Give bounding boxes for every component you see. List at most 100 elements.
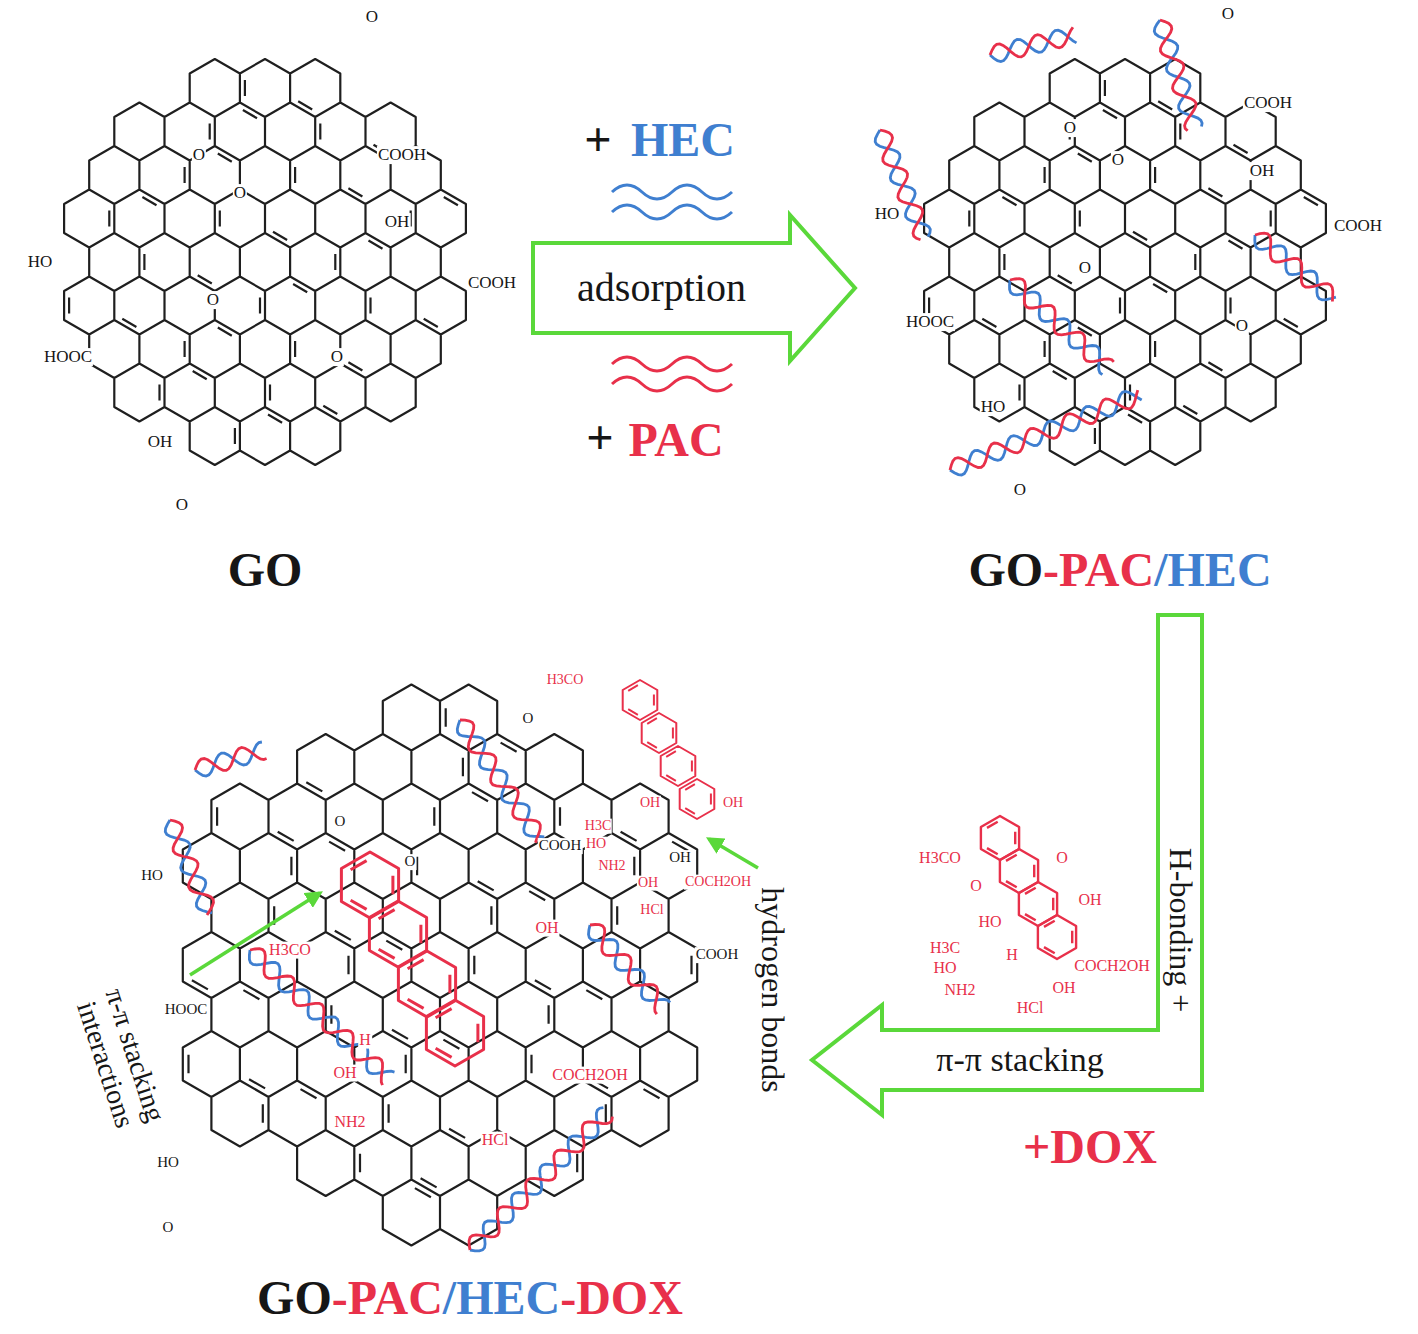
polymer-chain: [165, 820, 212, 913]
polymer-chain: [249, 950, 394, 1074]
group-label: O: [175, 496, 189, 514]
group-label: O: [365, 8, 379, 26]
leader-arrows: [190, 839, 758, 975]
polymer-chain: [1010, 279, 1114, 362]
pac-chain: [612, 377, 732, 391]
group-label: O: [1063, 119, 1077, 137]
polymer-chain: [950, 390, 1138, 470]
polymer-chain: [170, 820, 214, 915]
dox-group-label: NH2: [597, 859, 626, 874]
structure-caption: GO-PAC/HEC: [968, 545, 1271, 595]
group-label: COOH: [538, 838, 583, 854]
carbon-lattice: [924, 59, 1326, 465]
polymer-chain: [950, 392, 1142, 476]
arrow-label: adsorption: [577, 267, 746, 309]
hec-chain: [612, 185, 732, 199]
reagent-name: PAC: [628, 415, 723, 465]
polymer-chain: [880, 130, 923, 240]
group-label: O: [1221, 5, 1235, 23]
polymer-chain: [460, 720, 540, 843]
dox-group-label: OH: [637, 876, 659, 891]
arrow-label: π-π stacking: [936, 1042, 1103, 1078]
polymer-chain: [1255, 235, 1336, 300]
group-label: O: [1111, 151, 1125, 169]
dox-group-label: HCl: [481, 1132, 510, 1149]
dox-group-label: NH2: [943, 982, 976, 999]
dox-group-label: NH2: [333, 1114, 366, 1131]
dox-group-label: H3CO: [268, 942, 312, 959]
structure-panel: GO-PAC/HEC: [860, 5, 1390, 607]
polymer-chain: [250, 949, 383, 1085]
dox-group-label: OH: [722, 796, 744, 811]
reagent-name: HEC: [631, 115, 735, 165]
dox-ring: [398, 951, 455, 1017]
dox-group-label: COCH2OH: [684, 875, 752, 890]
dox-ring: [642, 713, 677, 753]
callout-label: hydrogen bonds: [755, 887, 789, 1092]
graphene-sheets: [64, 20, 1336, 1251]
block-arrow: [812, 615, 1202, 1115]
dox-group-label: HO: [585, 837, 607, 852]
leader-line: [190, 893, 320, 975]
group-label: HO: [140, 868, 164, 884]
dox-ring: [426, 1000, 483, 1066]
polymer-chain: [1160, 20, 1196, 131]
dox-group-label: OH: [332, 1065, 357, 1082]
reagent-name: +DOX: [1023, 1122, 1157, 1172]
group-label: COOH: [377, 146, 427, 164]
hec-chain: [612, 205, 732, 219]
block-arrow: [533, 215, 855, 361]
group-label: O: [162, 1220, 175, 1236]
dox-group-label: OH: [534, 920, 559, 937]
group-label: O: [233, 184, 247, 202]
group-label: COOH: [695, 947, 740, 963]
dox-group-label: O: [969, 878, 983, 895]
reagent-plus: +: [586, 413, 613, 463]
dox-ring: [341, 852, 398, 918]
group-label: O: [1078, 259, 1092, 277]
double-bond: [189, 708, 692, 1197]
group-label: O: [206, 291, 220, 309]
carbon-lattice: [183, 685, 697, 1246]
carbon-lattice: [64, 59, 466, 465]
group-label: HOOC: [905, 313, 955, 331]
caption-part: -PAC: [1043, 543, 1154, 596]
group-label: COOH: [1333, 217, 1383, 235]
group-label: OH: [668, 850, 692, 866]
dox-group-label: COCH2OH: [1073, 958, 1151, 975]
dox-ring: [661, 746, 696, 786]
structure-panel: GO: [15, 8, 525, 610]
dox-group-label: H: [1005, 947, 1019, 964]
group-label: HO: [980, 398, 1007, 416]
dox-group-label: H: [358, 1032, 372, 1049]
dox-group-label: HO: [932, 960, 957, 977]
group-label: O: [522, 711, 535, 727]
dox-group-label: H3C: [584, 819, 612, 834]
callout-label: π-π stacking interactions: [65, 972, 175, 1148]
dox-group-label: OH: [1077, 892, 1102, 909]
group-label: HO: [874, 205, 901, 223]
group-label: O: [330, 348, 344, 366]
group-label: COOH: [467, 274, 517, 292]
dox-group-label: H3CO: [546, 673, 585, 688]
caption-part: /HEC: [1154, 543, 1271, 596]
group-label: HO: [156, 1155, 180, 1171]
double-bond: [69, 80, 458, 444]
dox-group-label: HCl: [639, 903, 664, 918]
dox-ring: [623, 680, 658, 720]
dox-group-label: HO: [977, 914, 1002, 931]
dox-group-label: H3CO: [918, 850, 962, 867]
dox-group-label: HCl: [1016, 1000, 1045, 1017]
polymer-chain: [590, 925, 658, 1015]
group-label: OH: [384, 213, 411, 231]
caption-part: -PAC: [332, 1271, 443, 1324]
reagent-plus: +: [584, 115, 611, 165]
dox-group-label: OH: [1051, 980, 1076, 997]
dox-ring: [680, 779, 715, 819]
dox-group-label: OH: [639, 796, 661, 811]
dox-group-label: COCH2OH: [551, 1067, 629, 1084]
group-label: OH: [1249, 162, 1276, 180]
caption-part: -DOX: [560, 1271, 683, 1324]
